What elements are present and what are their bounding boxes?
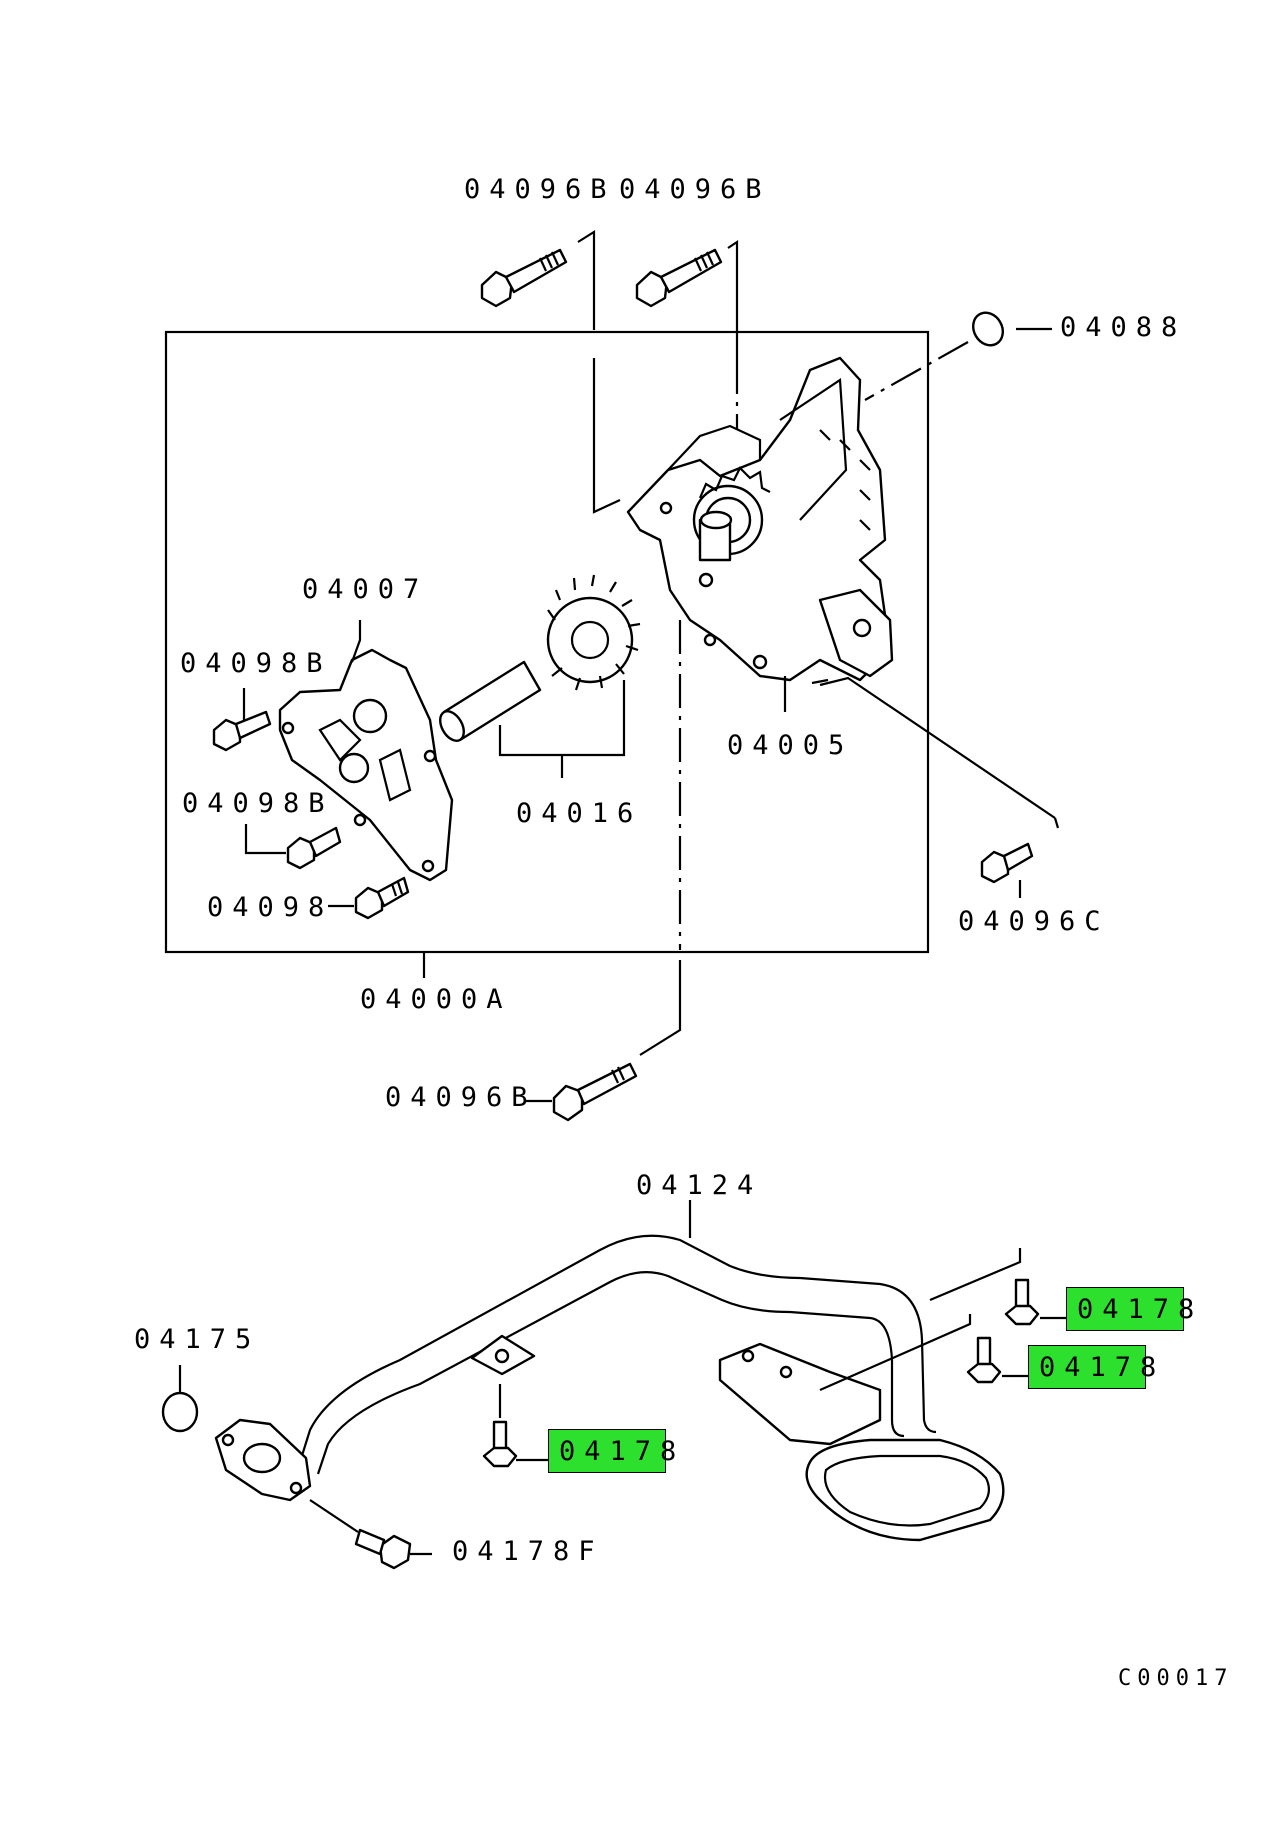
label-04007: 04007 <box>302 574 429 605</box>
gear-04016-icon <box>546 574 641 691</box>
cover-04007-icon <box>278 648 454 882</box>
bolt-04098-icon <box>354 876 410 920</box>
part-link-04178-upper[interactable]: 04178 <box>1066 1287 1194 1331</box>
label-04096B-bottom: 04096B <box>385 1082 537 1113</box>
bolt-04098B-a-icon <box>212 710 272 752</box>
label-04178F: 04178F <box>452 1536 604 1567</box>
o-ring-04088-icon <box>971 311 1005 347</box>
oil-strainer-04124-icon <box>214 1234 1005 1542</box>
bolt-04096B-left-icon <box>480 248 568 308</box>
label-04098: 04098 <box>207 892 334 923</box>
label-04098B-upper: 04098B <box>180 648 332 679</box>
bolt-04178-upper-icon <box>1004 1278 1040 1326</box>
label-04016: 04016 <box>516 798 643 829</box>
bolt-04178-left-icon <box>482 1420 518 1468</box>
bolt-04096B-bottom-icon <box>552 1062 638 1122</box>
label-04098B-lower: 04098B <box>182 788 334 819</box>
gasket-04175-icon <box>161 1391 199 1433</box>
label-04124: 04124 <box>636 1170 763 1201</box>
label-04096C: 04096C <box>958 906 1110 937</box>
assembly-frame <box>164 330 930 954</box>
bolt-04096B-right-icon <box>635 248 723 308</box>
label-04175: 04175 <box>134 1324 261 1355</box>
pump-body-04005-icon <box>626 356 894 682</box>
bolt-04096C-icon <box>980 842 1034 884</box>
bolt-04178-lower-icon <box>966 1336 1002 1384</box>
label-04000A: 04000A <box>360 984 512 1015</box>
part-link-04178-lower[interactable]: 04178 <box>1028 1345 1156 1389</box>
label-04088: 04088 <box>1060 312 1187 343</box>
drawing-code: C00017 <box>1118 1666 1234 1691</box>
label-04096B-top-right: 04096B <box>619 174 771 205</box>
bolt-04178F-icon <box>354 1528 412 1570</box>
bolt-04098B-b-icon <box>286 826 342 870</box>
label-04096B-top-left: 04096B <box>464 174 616 205</box>
shaft-04016-icon <box>439 660 542 742</box>
part-link-04178-left[interactable]: 04178 <box>548 1429 676 1473</box>
label-04005: 04005 <box>727 730 854 761</box>
